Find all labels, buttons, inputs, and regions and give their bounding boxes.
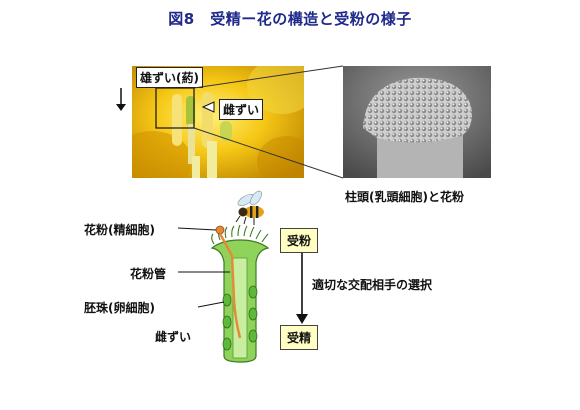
sem-caption: 柱頭(乳頭細胞)と花粉 [345, 190, 464, 204]
ovule-label: 胚珠(卵細胞) [84, 301, 155, 315]
pollen-tube-label: 花粉管 [130, 267, 167, 281]
mate-selection-label: 適切な交配相手の選択 [312, 278, 433, 292]
pistil-label: 雌ずい [155, 330, 192, 344]
page-title: 図8 受精ー花の構造と受粉の様子 [168, 10, 412, 28]
stigma-sem-photo [343, 66, 491, 178]
pistil-diagram [177, 224, 270, 363]
pollen-label: 花粉(精細胞) [84, 223, 155, 237]
bee-icon [235, 190, 264, 225]
fertilization-box: 受精 [280, 325, 319, 350]
pollination-box: 受粉 [280, 228, 319, 253]
stamen-tag: 雄ずい(葯) [136, 67, 203, 88]
pistil-tag: 雌ずい [219, 99, 264, 120]
